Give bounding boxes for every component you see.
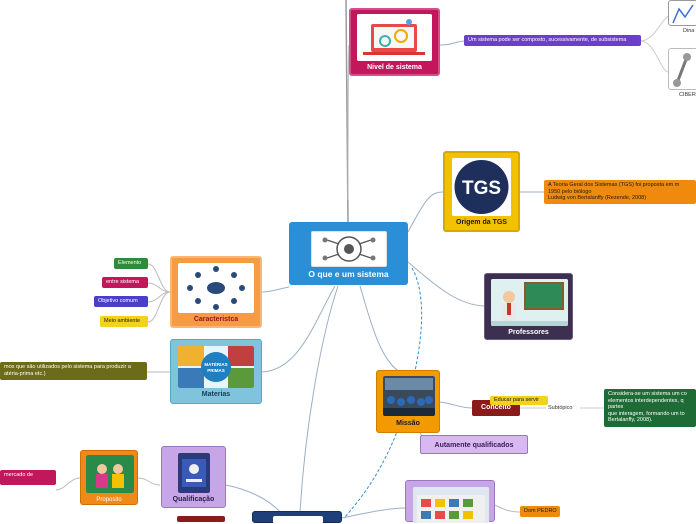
materias-banner-line-2: PRIMAS — [207, 368, 225, 373]
educar-para-servir[interactable]: Educar para servir — [490, 396, 548, 405]
missao-title: Missão — [396, 420, 420, 427]
conceito-note-line-4: que interagem, formando um to — [608, 410, 685, 417]
pill-elemento[interactable]: Elemento — [114, 258, 148, 269]
qualificacao-title: Qualificação — [172, 496, 215, 503]
node-qualificacao[interactable]: Qualificação — [161, 446, 226, 508]
nivel-title: Nivel de sistema — [367, 64, 422, 71]
origem-title: Origem da TGS — [456, 219, 507, 226]
ciber-thumbnail[interactable] — [668, 48, 696, 90]
dom-pedro-text: Dom PEDRO — [524, 508, 557, 514]
node-bottom-center[interactable] — [252, 511, 342, 524]
conceito-note-line-1: Considera-se um sistema um co — [608, 391, 687, 397]
bottom-right-image — [413, 487, 489, 523]
educar-para-servir-text: Educar para servir — [494, 397, 539, 403]
conceito-note[interactable]: Considera-se um sistema um co elementos … — [604, 389, 696, 427]
central-topic[interactable]: O que e um sistema — [289, 222, 408, 285]
materias-title: Materias — [201, 391, 231, 398]
caracteristica-title: Caracteristca — [193, 316, 239, 323]
tgs-logo: TGS — [452, 158, 511, 216]
autamente-qualificados[interactable]: Autamente qualificados — [420, 435, 528, 454]
node-nivel-de-sistema[interactable]: Nivel de sistema — [349, 8, 440, 76]
missao-image — [383, 376, 435, 416]
ciber-label: CIBER — [679, 92, 696, 98]
professores-title: Professores — [508, 329, 549, 336]
materias-note-line-1: mos que são utilizados pelo sistema para… — [4, 364, 131, 370]
conceito-text: Conceito — [481, 404, 511, 411]
pill-meio-ambiente-text: Meio ambiente — [104, 318, 141, 324]
conceito-note-line-5: Bertalanffy, 2008). — [608, 417, 653, 423]
pill-objetivo-comum[interactable]: Objetivo comum — [94, 296, 148, 307]
professores-image — [491, 279, 568, 326]
dom-pedro-note[interactable]: Dom PEDRO — [520, 506, 560, 517]
pill-objetivo-comum-text: Objetivo comum — [98, 298, 138, 304]
pill-entre-sistema-text: entre sistema — [106, 279, 140, 285]
mercado-de-note[interactable]: mercado de — [0, 470, 56, 485]
pill-elemento-text: Elemento — [118, 260, 142, 266]
conceito-note-line-3: partes — [608, 404, 624, 410]
qualificacao-image — [178, 453, 210, 493]
dina-label: Dina — [683, 28, 695, 34]
mercado-de-text: mercado de — [4, 472, 34, 478]
conceito-note-line-2: elementos interdependentes, q — [608, 397, 684, 404]
proposito-image — [86, 455, 134, 493]
dina-thumbnail[interactable] — [668, 0, 696, 26]
origem-note-line-1: A Teoria Geral dos Sistemas (TGS) foi pr… — [548, 182, 680, 188]
tgs-logo-text: TGS — [462, 178, 501, 199]
nivel-image — [357, 14, 432, 61]
node-proposito[interactable]: Proposito — [80, 450, 138, 505]
node-origem-da-tgs[interactable]: TGS Origem da TGS — [443, 151, 520, 232]
node-caracteristica[interactable]: Caracteristca — [170, 256, 262, 328]
caracteristica-image — [178, 263, 254, 313]
node-materias[interactable]: MATÉRIAS PRIMAS Materias — [170, 339, 262, 404]
pill-meio-ambiente[interactable]: Meio ambiente — [100, 316, 148, 327]
node-missao[interactable]: Missão — [376, 370, 440, 433]
node-bottom-right[interactable] — [405, 480, 495, 523]
pill-entre-sistema[interactable]: entre sistema — [102, 277, 148, 288]
central-topic-image — [311, 231, 387, 267]
autamente-qualificados-text: Autamente qualificados — [434, 442, 514, 449]
materias-note-line-2: atéria-prima etc.) — [4, 370, 46, 377]
materias-note[interactable]: mos que são utilizados pelo sistema para… — [0, 362, 147, 380]
origem-note-line-3: Ludwig von Bertalanffy (Rezende, 2008) — [548, 195, 647, 201]
nivel-note[interactable]: Um sistema pode ser composto, sucessivam… — [464, 35, 641, 46]
origem-note-line-2: 1950 pelo biólogo — [548, 188, 592, 195]
central-topic-title: O que e um sistema — [308, 269, 389, 279]
materias-banner-line-1: MATÉRIAS — [204, 360, 227, 367]
nivel-note-text: Um sistema pode ser composto, sucessivam… — [468, 37, 627, 43]
materias-image: MATÉRIAS PRIMAS — [178, 346, 254, 388]
origem-note[interactable]: A Teoria Geral dos Sistemas (TGS) foi pr… — [544, 180, 696, 204]
proposito-title: Proposito — [96, 497, 122, 503]
node-professores[interactable]: Professores — [484, 273, 573, 340]
subtopico-label[interactable]: Subtópico — [548, 405, 573, 411]
bottom-small-pill[interactable] — [177, 516, 225, 522]
